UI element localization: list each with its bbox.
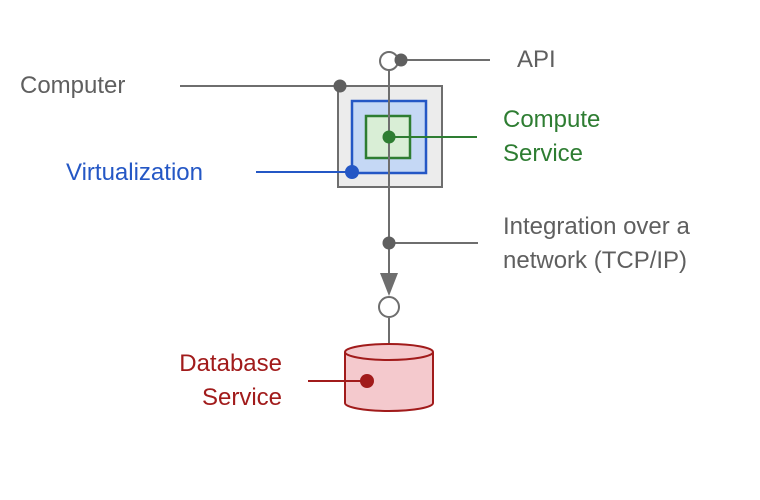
database-service-label: Database Service [120, 347, 282, 415]
integration-arrowhead [380, 273, 398, 296]
virtualization-label: Virtualization [66, 159, 203, 186]
database-service-label-line-2: Service [201, 384, 282, 411]
database-cylinder-top [344, 343, 434, 361]
database-service-label-line-1: Database [179, 350, 282, 377]
virtualization-dot [345, 165, 359, 179]
api-label: API [517, 46, 556, 73]
computer-label: Computer [20, 72, 126, 99]
integration-label-line-2: network (TCP/IP) [503, 247, 688, 274]
compute-service-label-line-2: Service [503, 140, 584, 167]
database-dot [360, 374, 374, 388]
integration-label-line-1: Integration over a [503, 213, 690, 240]
integration-dot [382, 236, 396, 250]
computer-dot [333, 79, 347, 93]
compute-service-dot [382, 130, 396, 144]
api-dot [394, 53, 408, 67]
compute-service-label: Compute Service [503, 103, 600, 171]
database-cylinder-body [344, 352, 434, 412]
database-socket [378, 296, 400, 318]
compute-service-label-line-1: Compute [503, 106, 601, 133]
integration-label: Integration over a network (TCP/IP) [503, 210, 690, 278]
